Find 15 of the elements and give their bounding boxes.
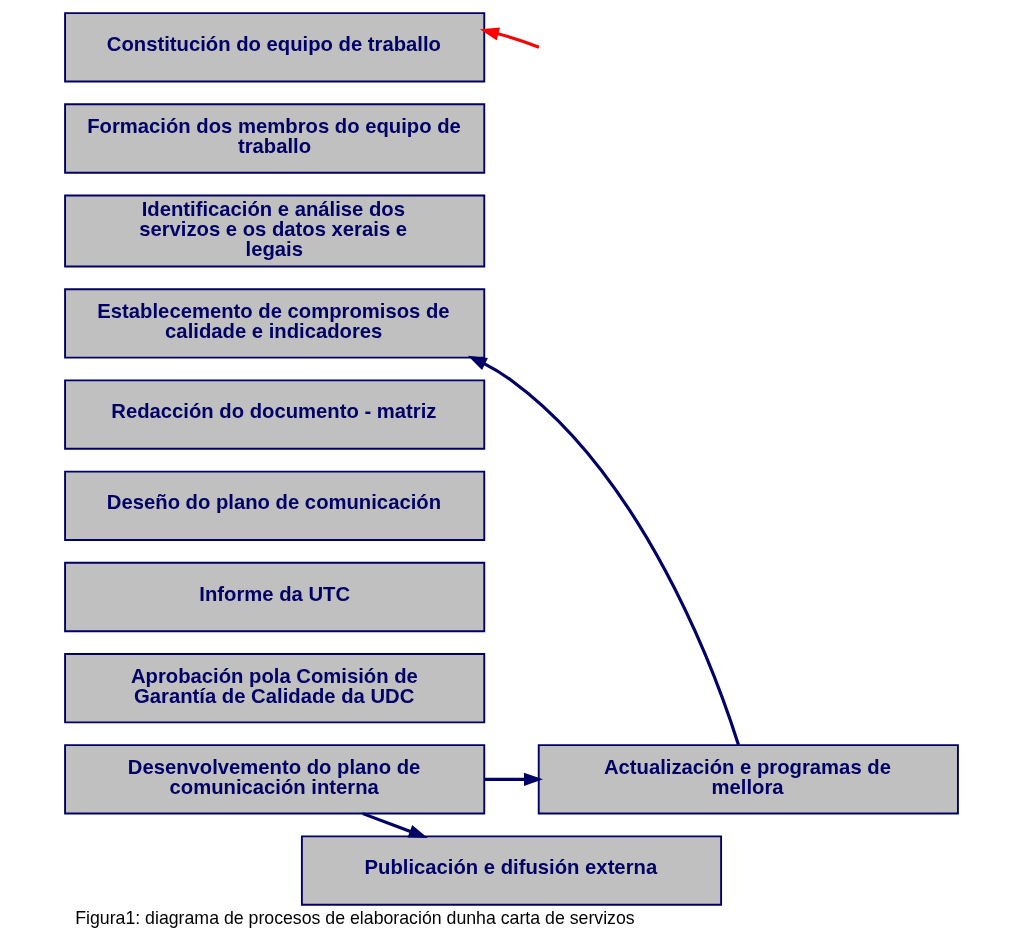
- node-box: Desenvolvemento do plano de comunicación interna: [63, 744, 485, 815]
- node-box: Formación dos membros do equipo de traballo: [63, 103, 485, 174]
- node-box: Identificación e análise dos servizos e os datos xerais e legais: [63, 194, 485, 268]
- node-box: Informe da UTC: [63, 561, 485, 633]
- node-box: Redacción do documento - matriz: [63, 379, 485, 450]
- arrow: [467, 355, 740, 746]
- arrow: [479, 27, 539, 49]
- node-box: Constitución do equipo de traballo: [63, 12, 485, 83]
- node-box: Aprobación pola Comisión de Garantía de Calidade da UDC: [63, 653, 485, 724]
- node-box: Publicación e difusión externa: [300, 835, 722, 906]
- node-box: Deseño do plano de comunicación: [63, 470, 485, 541]
- node-box: Actualización e programas de mellora: [537, 744, 959, 815]
- caption: Figura1: diagrama de procesos de elaboración dunha carta de servizos: [74, 907, 635, 928]
- node-box: Establecemento de compromisos de calidade e indicadores: [63, 288, 485, 359]
- arrow: [484, 772, 543, 787]
